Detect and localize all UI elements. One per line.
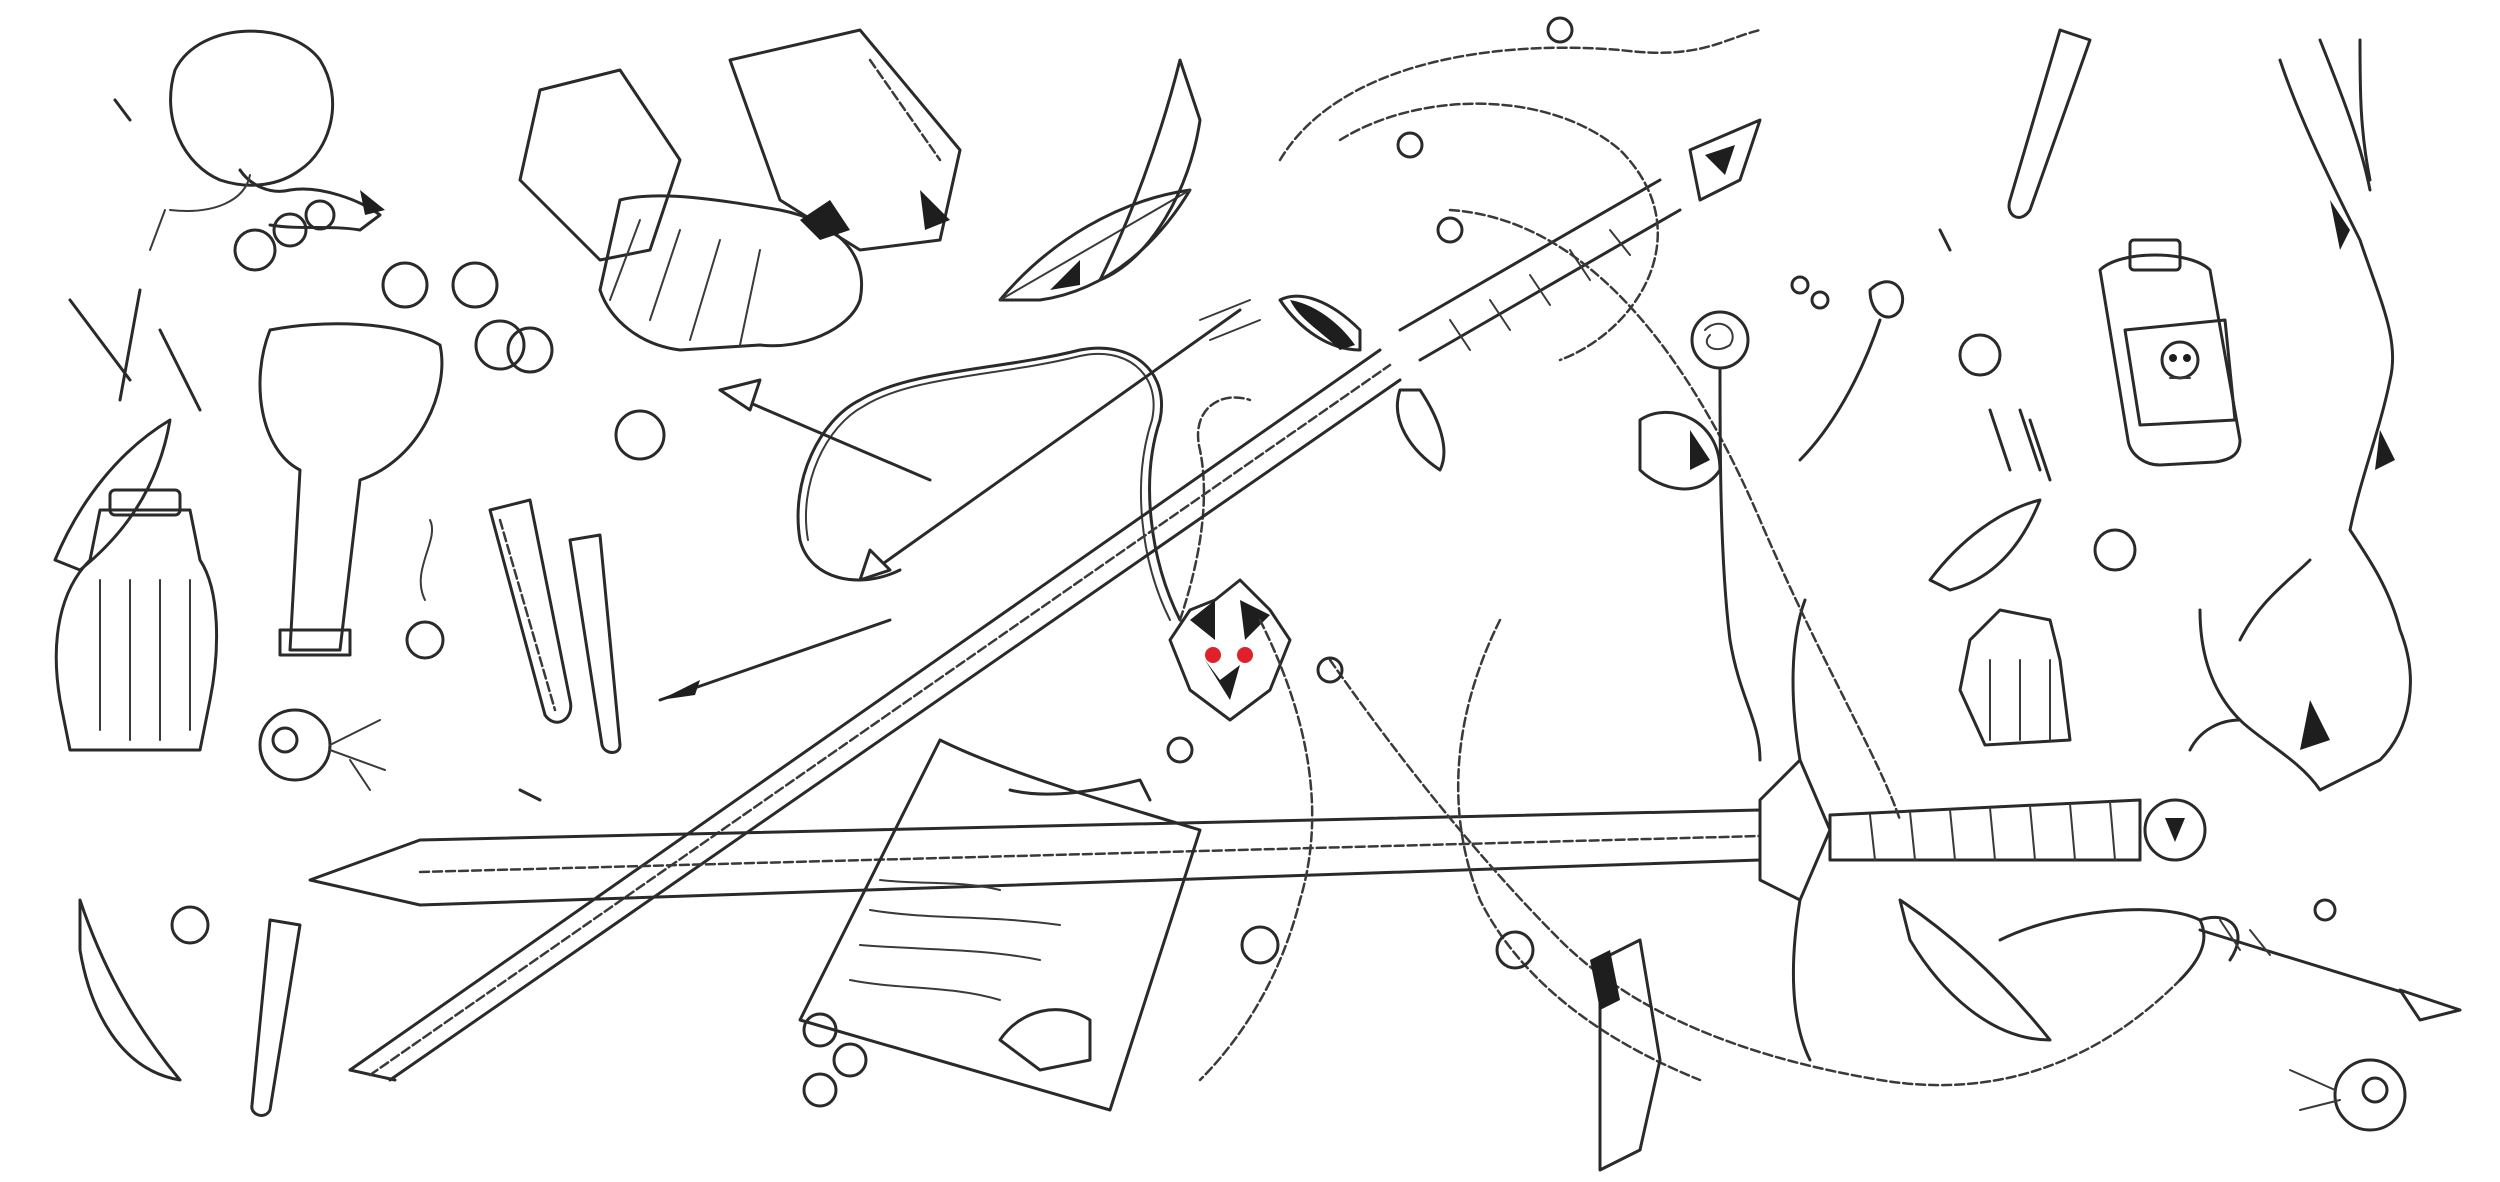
long-sword [348, 118, 1762, 1082]
roses [1638, 275, 1905, 762]
wolf-medallion [1168, 578, 1292, 722]
coin-pouch [149, 29, 385, 272]
whip-rope [1166, 16, 2240, 1087]
chain [796, 346, 1252, 622]
coins [170, 261, 2337, 970]
dagger [1590, 938, 1662, 1172]
medallion-left-eye [1205, 647, 1221, 663]
potion-bottles [54, 322, 2072, 752]
arrows [658, 299, 2462, 1022]
leaves [53, 58, 2052, 1082]
gauntlet [518, 28, 962, 352]
medallion-right-eye [1237, 647, 1253, 663]
eyeballs [258, 519, 2407, 1132]
steel-sword [308, 598, 2207, 1062]
test-tubes [250, 28, 2092, 1117]
skull-poison-bottle [2098, 238, 2242, 467]
nails [68, 98, 2052, 802]
parchment [798, 738, 1202, 1112]
gnarled-claw [2188, 38, 2412, 792]
